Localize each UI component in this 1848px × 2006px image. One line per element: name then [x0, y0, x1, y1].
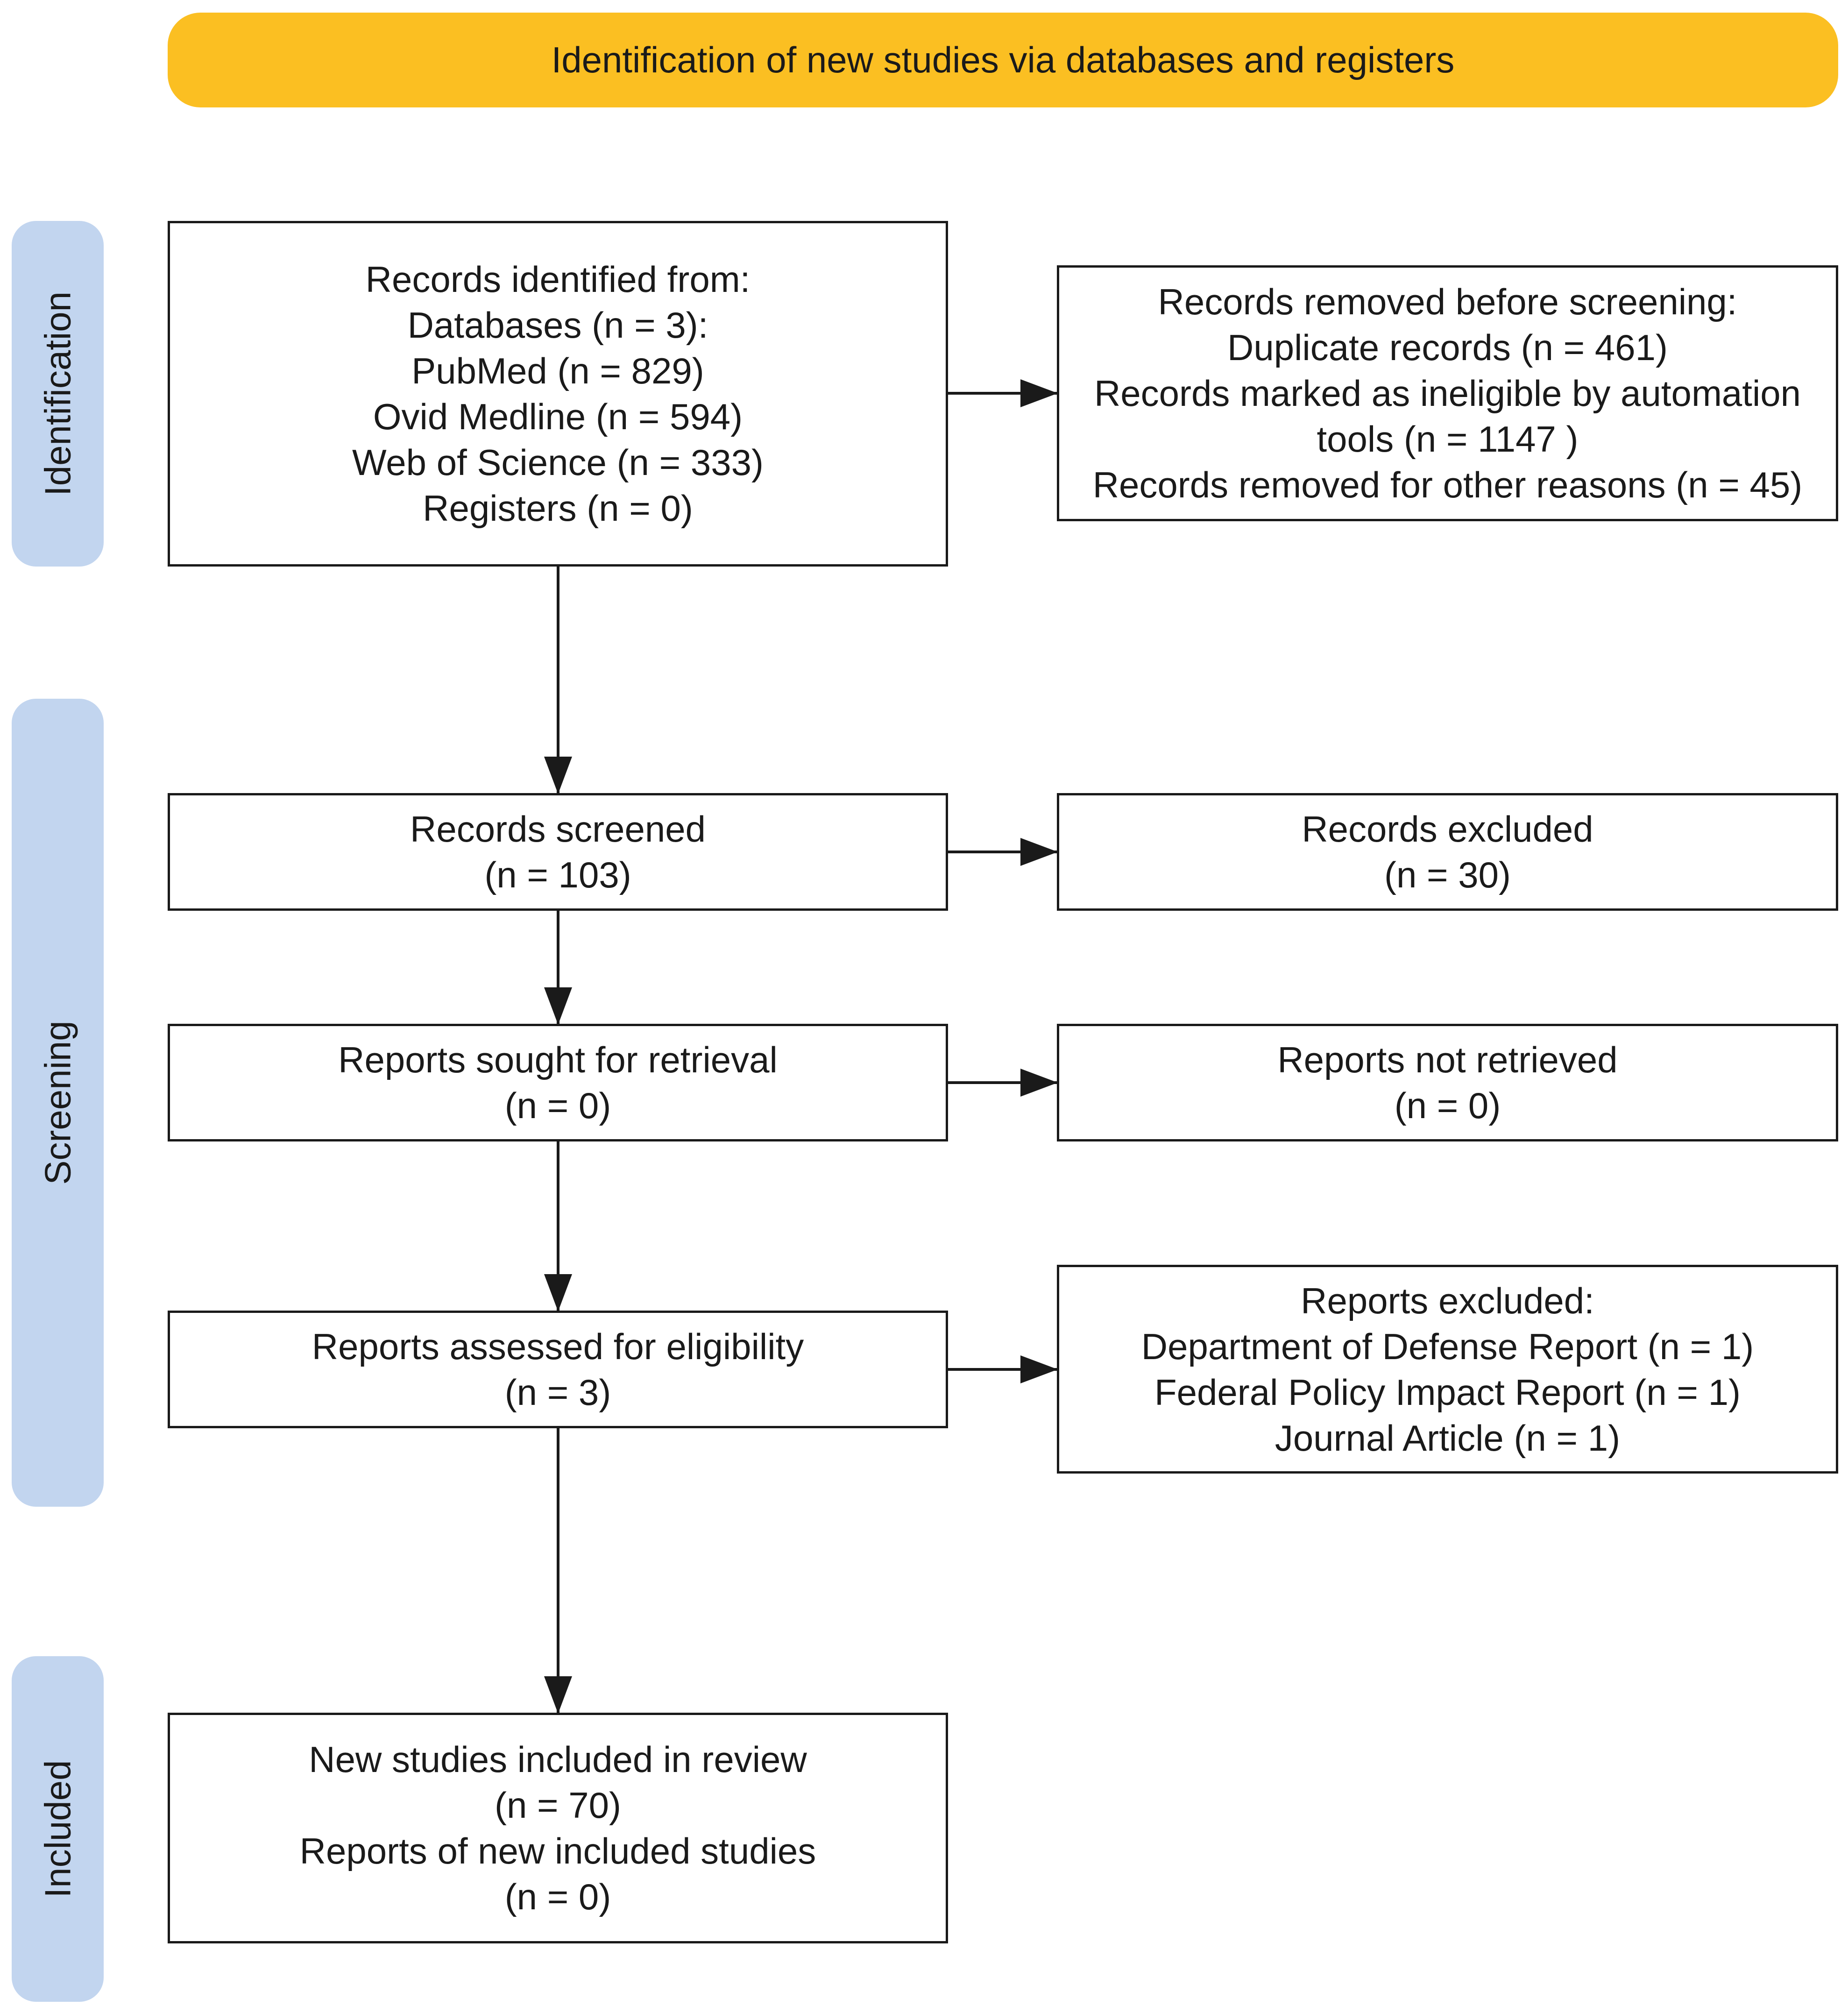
- records-excluded-box: Records excluded (n = 30): [1057, 793, 1838, 911]
- box-line: Records excluded: [1302, 808, 1593, 850]
- box-line: Reports of new included studies: [299, 1830, 816, 1871]
- box-line: Records marked as ineligible by automati…: [1094, 373, 1801, 414]
- box-line: (n = 0): [1394, 1085, 1501, 1126]
- box-line: Web of Science (n = 333): [352, 442, 764, 483]
- box-line: Federal Policy Impact Report (n = 1): [1154, 1371, 1741, 1413]
- box-line: Records removed before screening:: [1158, 281, 1737, 322]
- box-line: Department of Defense Report (n = 1): [1141, 1326, 1754, 1367]
- box-line: Journal Article (n = 1): [1274, 1417, 1621, 1459]
- box-line: Duplicate records (n = 461): [1227, 327, 1668, 368]
- box-line: Ovid Medline (n = 594): [373, 396, 743, 437]
- reports-not-retrieved-box: Reports not retrieved (n = 0): [1057, 1024, 1838, 1141]
- box-line: Databases (n = 3):: [407, 305, 708, 346]
- box-line: (n = 30): [1384, 854, 1511, 895]
- reports-sought-box: Reports sought for retrieval (n = 0): [168, 1024, 948, 1141]
- box-line: (n = 3): [504, 1372, 611, 1413]
- records-screened-box: Records screened (n = 103): [168, 793, 948, 911]
- box-line: Reports assessed for eligibility: [312, 1326, 804, 1367]
- header-title: Identification of new studies via databa…: [551, 39, 1455, 80]
- box-line: Records identified from:: [365, 259, 751, 300]
- box-line: (n = 70): [495, 1785, 621, 1826]
- box-line: Reports not retrieved: [1277, 1039, 1618, 1080]
- phase-tab-identification: Identification: [12, 221, 104, 567]
- phase-tab-included: Included: [12, 1656, 104, 2002]
- box-line: Registers (n = 0): [423, 488, 693, 529]
- reports-excluded-box: Reports excluded: Department of Defense …: [1057, 1265, 1838, 1474]
- box-line: New studies included in review: [309, 1739, 807, 1780]
- phase-tab-screening: Screening: [12, 699, 104, 1507]
- box-line: (n = 103): [484, 854, 631, 895]
- box-line: PubMed (n = 829): [411, 350, 704, 391]
- box-line: Records removed for other reasons (n = 4…: [1092, 464, 1803, 505]
- box-line: (n = 0): [504, 1876, 611, 1917]
- records-identified-box: Records identified from: Databases (n = …: [168, 221, 948, 567]
- studies-included-box: New studies included in review (n = 70) …: [168, 1713, 948, 1943]
- box-line: (n = 0): [504, 1085, 611, 1126]
- box-line: Reports excluded:: [1301, 1280, 1594, 1321]
- header-banner: Identification of new studies via databa…: [168, 13, 1838, 107]
- box-line: Records screened: [410, 808, 706, 850]
- box-line: Reports sought for retrieval: [338, 1039, 778, 1080]
- reports-assessed-box: Reports assessed for eligibility (n = 3): [168, 1311, 948, 1428]
- records-removed-box: Records removed before screening: Duplic…: [1057, 265, 1838, 521]
- box-line: tools (n = 1147 ): [1317, 418, 1579, 460]
